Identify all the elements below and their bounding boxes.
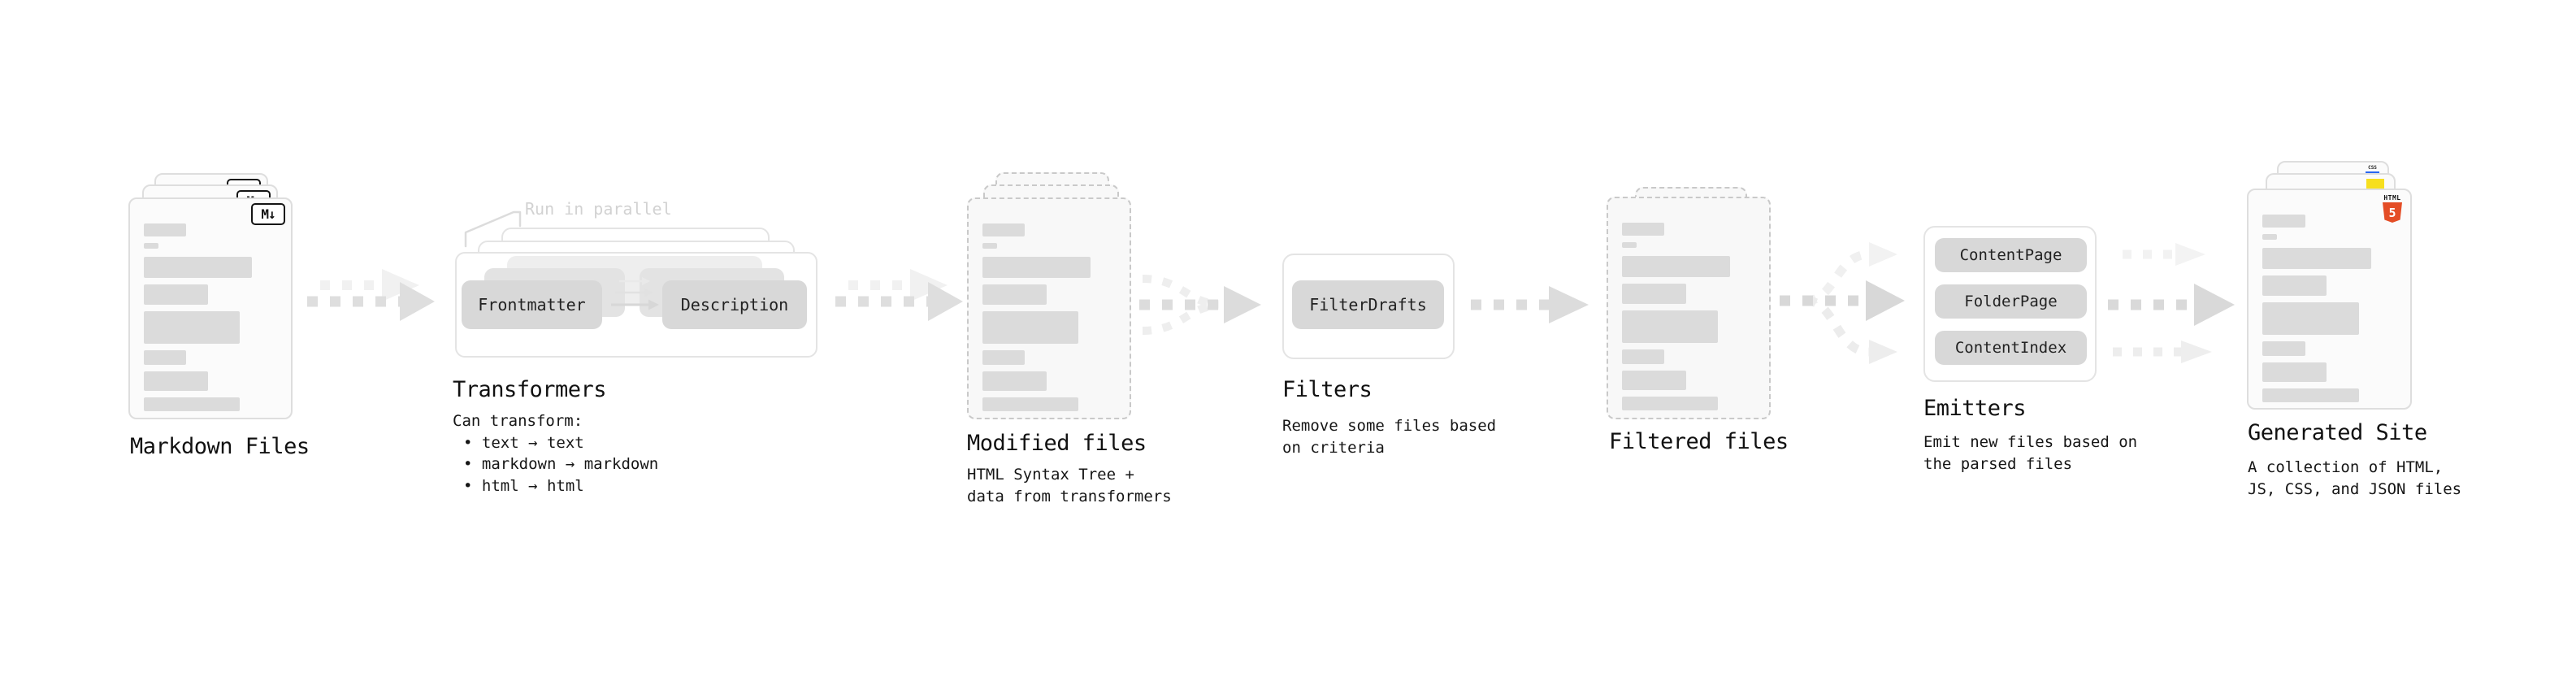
doc-line — [2262, 248, 2371, 269]
subtitle-line: data from transformers — [967, 487, 1172, 505]
css-icon-bar — [2366, 171, 2379, 175]
markdown-icon-glyph: M↓ — [261, 206, 275, 222]
can-transform-heading: Can transform: — [453, 412, 583, 430]
doc-line — [1622, 349, 1665, 364]
doc-line — [144, 284, 208, 305]
doc-line — [2262, 341, 2305, 356]
modified-file-card-front — [967, 197, 1131, 419]
run-in-parallel-label: Run in parallel — [525, 199, 672, 219]
markdown-icon: M↓ — [251, 203, 285, 225]
arrow-filtered-to-emitters-icon — [1780, 242, 1905, 364]
doc-line — [982, 311, 1079, 344]
filters-title: Filters — [1282, 377, 1373, 402]
doc-line — [1622, 256, 1730, 277]
doc-line — [2262, 234, 2278, 240]
document-placeholder-lines — [982, 223, 1116, 411]
subtitle-line: Emit new files based on — [1923, 433, 2138, 451]
transform-bullet: • html → html — [463, 476, 584, 495]
doc-line — [2262, 302, 2359, 335]
subtitle-line: Remove some files based — [1282, 417, 1497, 435]
emitters-subtitle: Emit new files based on the parsed files — [1923, 432, 2137, 475]
doc-line — [2262, 388, 2359, 402]
filterdrafts-pill: FilterDrafts — [1292, 280, 1444, 329]
html5-icon-label: HTML — [2383, 194, 2401, 202]
arrow-modified-to-filters-icon — [1139, 275, 1261, 335]
doc-line — [1622, 223, 1665, 236]
filtered-files-title: Filtered files — [1609, 429, 1789, 454]
css-icon: CSS — [2366, 166, 2379, 175]
filters-subtitle: Remove some files based on criteria — [1282, 415, 1496, 458]
folderpage-pill: FolderPage — [1935, 284, 2087, 319]
doc-line — [1622, 397, 1719, 410]
doc-line — [1622, 284, 1686, 304]
doc-line — [1622, 242, 1637, 248]
arrow-emitters-to-site-icon — [2108, 243, 2235, 363]
document-placeholder-lines — [144, 223, 277, 411]
subtitle-line: HTML Syntax Tree + — [967, 466, 1134, 484]
doc-line — [1622, 310, 1719, 343]
description-pill: Description — [662, 280, 807, 329]
arrow-filters-to-filtered-icon — [1471, 286, 1589, 323]
doc-line — [144, 243, 159, 249]
doc-line — [982, 397, 1079, 411]
generated-site-title: Generated Site — [2248, 420, 2427, 445]
modified-files-subtitle: HTML Syntax Tree + data from transformer… — [967, 464, 1172, 507]
modified-files-title: Modified files — [967, 431, 1147, 456]
doc-line — [144, 311, 241, 344]
transform-bullet: • text → text — [463, 433, 584, 452]
generated-file-card-front: HTML 5 — [2247, 189, 2412, 410]
markdown-files-title: Markdown Files — [130, 434, 310, 459]
subtitle-line: the parsed files — [1923, 454, 2073, 473]
doc-line — [144, 350, 187, 365]
frontmatter-pill: Frontmatter — [462, 280, 602, 329]
filtered-file-card-front — [1607, 197, 1771, 419]
callout-connector-line — [464, 210, 522, 248]
doc-line — [2262, 362, 2327, 382]
doc-line — [982, 223, 1026, 236]
document-placeholder-lines — [1622, 223, 1755, 410]
transformers-title: Transformers — [453, 377, 607, 402]
subtitle-line: A collection of HTML, — [2248, 458, 2444, 476]
doc-line — [982, 350, 1026, 365]
html5-icon: HTML 5 — [2382, 195, 2403, 223]
doc-line — [144, 257, 252, 278]
emitters-title: Emitters — [1923, 396, 2027, 421]
doc-line — [2262, 275, 2327, 296]
arrow-markdown-to-transformers-icon — [307, 269, 435, 321]
generated-site-subtitle: A collection of HTML, JS, CSS, and JSON … — [2248, 457, 2461, 500]
subtitle-line: on criteria — [1282, 438, 1385, 457]
doc-line — [982, 257, 1091, 278]
subtitle-line: JS, CSS, and JSON files — [2248, 479, 2462, 498]
html5-icon-number: 5 — [2388, 205, 2396, 220]
html5-icon-shield: 5 — [2383, 202, 2402, 223]
transformers-description: Can transform: • text → text • markdown … — [453, 410, 658, 497]
arrow-transformers-to-modified-icon — [835, 269, 963, 321]
document-placeholder-lines — [2262, 215, 2396, 402]
doc-line — [1622, 371, 1686, 390]
doc-line — [982, 243, 998, 249]
contentindex-pill: ContentIndex — [1935, 331, 2087, 365]
css-icon-label: CSS — [2368, 165, 2377, 171]
doc-line — [982, 284, 1047, 305]
doc-line — [982, 371, 1047, 391]
markdown-file-card-front: M↓ — [128, 197, 293, 419]
transform-bullet: • markdown → markdown — [463, 455, 659, 473]
doc-line — [144, 371, 208, 391]
doc-line — [144, 223, 187, 236]
parallel-transform-arrows-icon — [611, 277, 659, 310]
doc-line — [144, 397, 241, 411]
contentpage-pill: ContentPage — [1935, 238, 2087, 272]
doc-line — [2262, 215, 2305, 228]
